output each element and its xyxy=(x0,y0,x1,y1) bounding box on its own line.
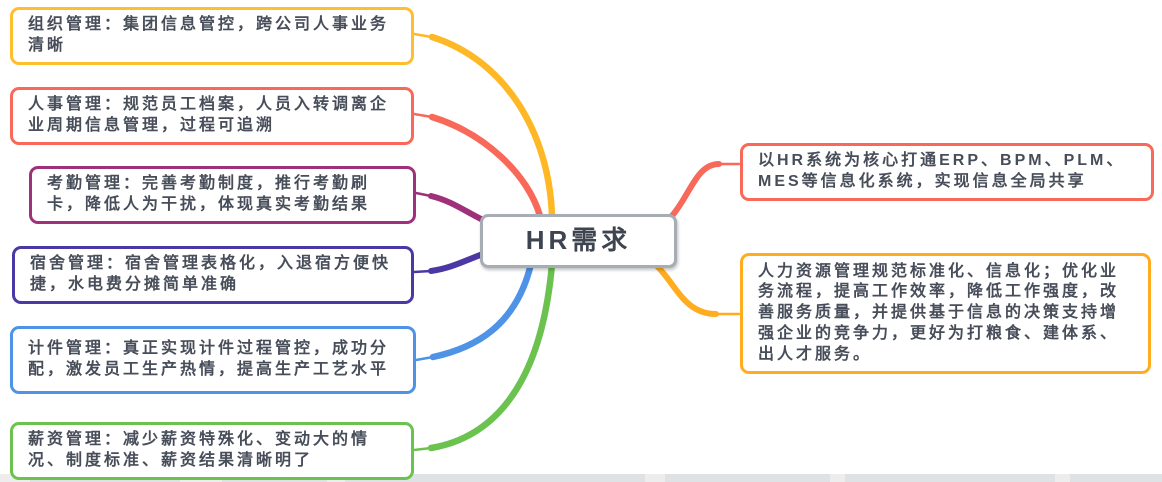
branch-salary-curve xyxy=(427,260,556,452)
center-node-hr-requirements[interactable]: HR需求 xyxy=(480,214,677,268)
branch-personnel-curve xyxy=(428,113,544,220)
branch-attendance-curve xyxy=(428,193,486,223)
node-personnel-management[interactable]: 人事管理：规范员工档案，人员入转调离企业周期信息管理，过程可追溯 xyxy=(10,87,414,145)
node-system-integration-label: 以HR系统为核心打通ERP、BPM、PLM、MES等信息化系统，实现信息全局共享 xyxy=(758,152,1126,190)
node-attendance-management-label: 考勤管理：完善考勤制度，推行考勤刷卡，降低人为干扰，体现真实考勤结果 xyxy=(47,175,371,213)
node-org-management[interactable]: 组织管理：集团信息管控，跨公司人事业务清晰 xyxy=(10,7,414,65)
node-salary-management-label: 薪资管理：减少薪资特殊化、变动大的情况、制度标准、薪资结果清晰明了 xyxy=(28,431,371,469)
bottom-artifact-segment xyxy=(845,474,1055,482)
node-system-integration[interactable]: 以HR系统为核心打通ERP、BPM、PLM、MES等信息化系统，实现信息全局共享 xyxy=(740,143,1154,201)
branch-hr-value-curve xyxy=(653,262,719,317)
center-node-label: HR需求 xyxy=(525,225,632,256)
node-piecework-management-label: 计件管理：真正实现计件过程管控，成功分配，激发员工生产热情，提高生产工艺水平 xyxy=(28,340,390,378)
bottom-artifact-segment xyxy=(345,474,645,482)
node-dormitory-management-label: 宿舍管理：宿舍管理表格化，入退宿方便快捷，水电费分摊简单准确 xyxy=(30,255,392,293)
node-org-management-label: 组织管理：集团信息管控，跨公司人事业务清晰 xyxy=(28,16,390,54)
node-hr-value-label: 人力资源管理规范标准化、信息化；优化业务流程，提高工作效率，降低工作强度，改善服… xyxy=(758,262,1120,363)
node-dormitory-management[interactable]: 宿舍管理：宿舍管理表格化，入退宿方便快捷，水电费分摊简单准确 xyxy=(12,246,414,304)
branch-integration-curve xyxy=(668,161,722,220)
bottom-artifact-segment xyxy=(665,474,830,482)
branch-dormitory-curve xyxy=(428,251,486,274)
node-attendance-management[interactable]: 考勤管理：完善考勤制度，推行考勤刷卡，降低人为干扰，体现真实考勤结果 xyxy=(29,166,416,224)
branch-piecework-curve xyxy=(429,260,535,361)
node-personnel-management-label: 人事管理：规范员工档案，人员入转调离企业周期信息管理，过程可追溯 xyxy=(28,96,390,134)
bottom-artifact-segment xyxy=(1070,474,1162,482)
node-hr-value[interactable]: 人力资源管理规范标准化、信息化；优化业务流程，提高工作效率，降低工作强度，改善服… xyxy=(740,253,1151,374)
branch-org-curve xyxy=(428,33,556,220)
node-salary-management[interactable]: 薪资管理：减少薪资特殊化、变动大的情况、制度标准、薪资结果清晰明了 xyxy=(10,422,414,480)
node-piecework-management[interactable]: 计件管理：真正实现计件过程管控，成功分配，激发员工生产热情，提高生产工艺水平 xyxy=(10,326,416,394)
